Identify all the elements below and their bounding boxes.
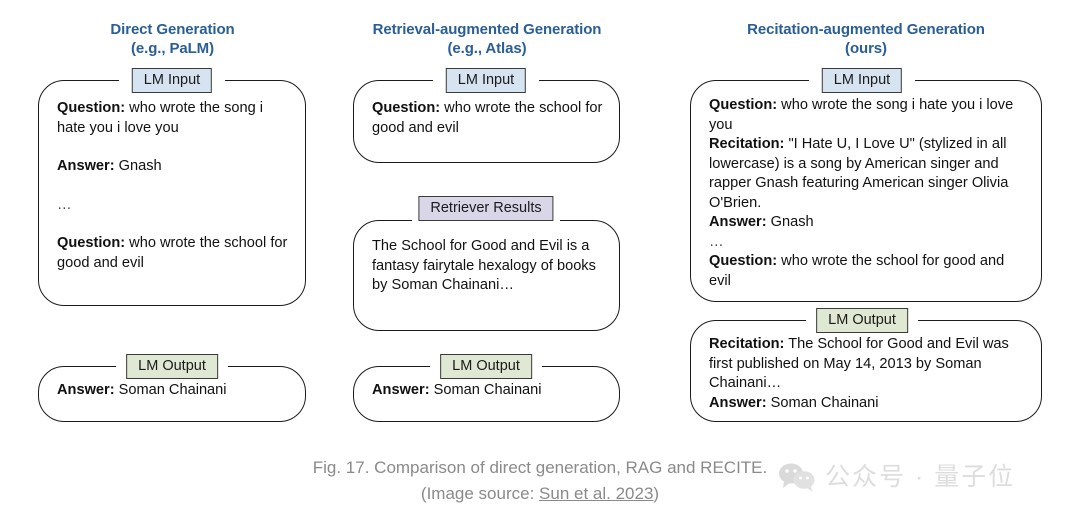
- line-text: Gnash: [114, 158, 162, 174]
- line-text: The School for Good and Evil is a fantas…: [372, 238, 596, 293]
- panel-rag-retriever-results-body: The School for Good and Evil is a fantas…: [372, 237, 603, 296]
- panel-recite-lm-input-body: Question: who wrote the song i hate you …: [709, 96, 1025, 291]
- panel-recite-lm-output: Recitation: The School for Good and Evil…: [690, 320, 1042, 422]
- column-title-line2: (e.g., PaLM): [131, 40, 214, 57]
- caption-source-link[interactable]: Sun et al. 2023: [539, 484, 654, 503]
- line-label: Question:: [57, 100, 126, 116]
- column-title-line1: Direct Generation: [110, 21, 235, 38]
- caption-line-2: (Image source: Sun et al. 2023): [0, 481, 1080, 507]
- panel-rag-lm-input-body: Question: who wrote the school for good …: [372, 99, 603, 138]
- tag-lm-output: LM Output: [816, 308, 908, 333]
- text-line: Question: who wrote the song i hate you …: [709, 96, 1025, 135]
- text-line: The School for Good and Evil is a fantas…: [372, 237, 603, 296]
- tag-lm-input: LM Input: [445, 68, 527, 93]
- text-line: Recitation: "I Hate U, I Love U" (styliz…: [709, 135, 1025, 213]
- line-text: who wrote the school for good and evil: [372, 100, 603, 136]
- column-title-retrieval-augmented-generation: Retrieval-augmented Generation (e.g., At…: [352, 20, 622, 58]
- line-label: Answer:: [57, 382, 115, 398]
- text-line: Question: who wrote the song i hate you …: [57, 99, 289, 138]
- panel-rag-lm-input: Question: who wrote the school for good …: [353, 80, 620, 163]
- line-text: Soman Chainani: [114, 382, 227, 398]
- line-label: Answer:: [57, 158, 115, 174]
- text-line: Question: who wrote the school for good …: [372, 99, 603, 138]
- line-text: Gnash: [766, 214, 814, 230]
- line-label: Answer:: [709, 214, 767, 230]
- line-label: Question:: [372, 100, 441, 116]
- line-text: Soman Chainani: [429, 382, 542, 398]
- line-text: Soman Chainani: [766, 394, 879, 411]
- column-title-line2: (ours): [845, 40, 887, 57]
- tag-lm-output: LM Output: [440, 354, 532, 379]
- tag-lm-input: LM Input: [821, 68, 903, 93]
- tag-lm-output: LM Output: [126, 354, 218, 379]
- column-title-line1: Retrieval-augmented Generation: [372, 21, 602, 38]
- line-label: Recitation:: [709, 136, 785, 152]
- text-line: Question: who wrote the school for good …: [57, 234, 289, 273]
- panel-rag-lm-output-body: Answer: Soman Chainani: [372, 381, 603, 401]
- text-line: Question: who wrote the school for good …: [709, 252, 1025, 291]
- text-ellipsis: …: [57, 196, 74, 213]
- text-line: Answer: Gnash: [709, 213, 1025, 233]
- line-text: who wrote the song i hate you i love you: [57, 100, 264, 136]
- panel-direct-lm-input-body: Question: who wrote the song i hate you …: [57, 99, 289, 273]
- line-label: Recitation:: [709, 336, 785, 352]
- line-text: who wrote the school for good and evil: [57, 235, 288, 271]
- caption-suffix: ): [653, 484, 660, 503]
- text-line: Answer: Soman Chainani: [57, 381, 289, 401]
- column-title-direct-generation: Direct Generation (e.g., PaLM): [40, 20, 305, 58]
- text-line: Answer: Gnash: [57, 157, 289, 177]
- line-text: "I Hate U, I Love U" (stylized in all lo…: [709, 136, 1009, 211]
- panel-direct-lm-output-body: Answer: Soman Chainani: [57, 381, 289, 401]
- caption-line-1: Fig. 17. Comparison of direct generation…: [312, 458, 768, 477]
- text-ellipsis: …: [709, 233, 726, 250]
- column-title-line2: (e.g., Atlas): [447, 40, 527, 57]
- line-text: who wrote the school for good and evil: [709, 253, 1005, 289]
- panel-recite-lm-output-body: Recitation: The School for Good and Evil…: [709, 335, 1025, 413]
- text-line: Answer: Soman Chainani: [372, 381, 603, 401]
- figure-caption: Fig. 17. Comparison of direct generation…: [0, 455, 1080, 507]
- line-label: Question:: [57, 235, 126, 251]
- text-line: Recitation: The School for Good and Evil…: [709, 335, 1025, 394]
- column-title-line1: Recitation-augmented Generation: [747, 21, 985, 38]
- panel-recite-lm-input: Question: who wrote the song i hate you …: [690, 80, 1042, 302]
- line-text: who wrote the song i hate you i love you: [709, 97, 1014, 133]
- tag-retriever-results: Retriever Results: [418, 196, 554, 221]
- line-label: Question:: [709, 97, 778, 113]
- caption-prefix: (Image source:: [420, 484, 540, 503]
- column-title-recitation-augmented-generation: Recitation-augmented Generation (ours): [690, 20, 1042, 58]
- line-label: Answer:: [372, 382, 430, 398]
- text-line: Answer: Soman Chainani: [709, 394, 1025, 414]
- line-text: The School for Good and Evil was first p…: [709, 336, 1009, 391]
- panel-rag-retriever-results: The School for Good and Evil is a fantas…: [353, 220, 620, 331]
- panel-direct-lm-input: Question: who wrote the song i hate you …: [38, 80, 306, 306]
- line-label: Answer:: [709, 394, 767, 411]
- line-label: Question:: [709, 253, 778, 269]
- tag-lm-input: LM Input: [131, 68, 213, 93]
